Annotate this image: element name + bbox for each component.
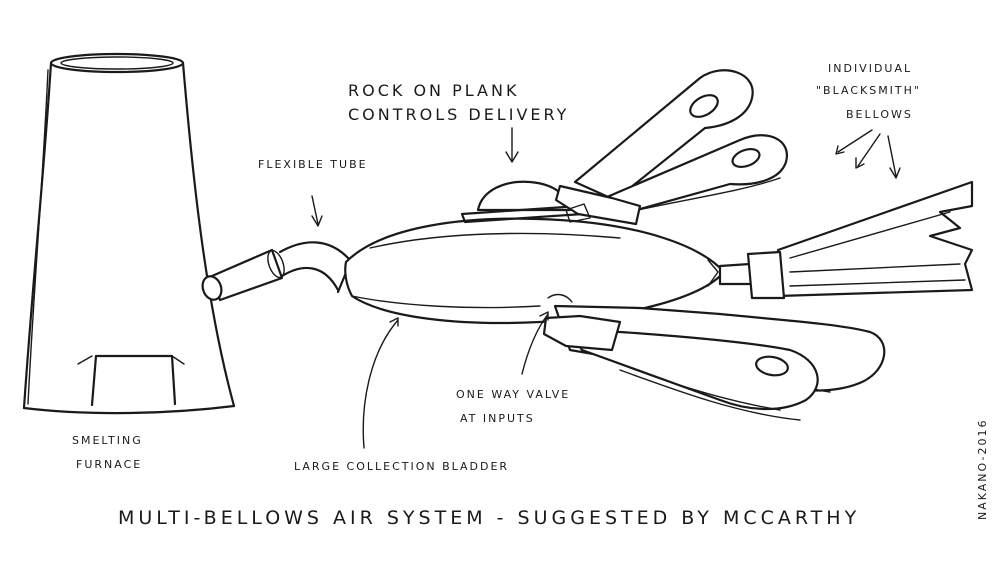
label-valve-line2: AT INPUTS (460, 412, 535, 425)
flexible-tube (278, 241, 354, 294)
furnace-nozzle (201, 248, 285, 302)
label-furnace-line1: SMELTING (72, 434, 143, 447)
annotation-arrows (311, 127, 901, 449)
label-collection-bladder: LARGE COLLECTION BLADDER (294, 460, 509, 473)
label-bellows-line2: "BLACKSMITH" (816, 84, 921, 97)
smelting-furnace (22, 52, 236, 415)
bellows-upper (554, 69, 789, 226)
label-flexible-tube: FLEXIBLE TUBE (258, 158, 368, 171)
labels: ROCK ON PLANK CONTROLS DELIVERY INDIVIDU… (72, 62, 989, 529)
margin-note: NAKANO-2016 (976, 419, 989, 520)
bellows-right (718, 180, 974, 300)
label-bellows-line3: BELLOWS (846, 108, 913, 121)
label-rock-line1: ROCK ON PLANK (348, 81, 519, 100)
diagram-caption: MULTI-BELLOWS AIR SYSTEM - SUGGESTED BY … (118, 507, 860, 529)
collection-bladder (344, 217, 726, 325)
label-rock-line2: CONTROLS DELIVERY (348, 105, 569, 124)
label-bellows-line1: INDIVIDUAL (828, 62, 912, 75)
bellows-lower (542, 293, 886, 421)
label-furnace-line2: FURNACE (76, 458, 142, 471)
label-valve-line1: ONE WAY VALVE (456, 388, 570, 401)
